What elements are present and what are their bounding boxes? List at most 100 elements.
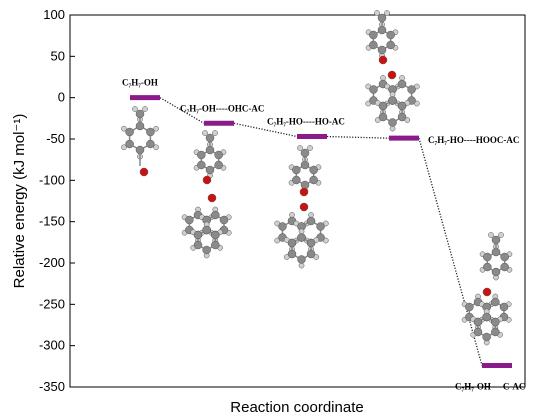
molecule-atom xyxy=(473,317,483,327)
molecule-atom xyxy=(219,215,229,225)
state-label: C₇H₇-OH----OHC-AC xyxy=(180,103,264,113)
molecule-atom xyxy=(214,160,223,170)
molecule-atom xyxy=(306,238,316,248)
molecule-atom xyxy=(482,332,491,342)
molecule-atom xyxy=(197,150,206,160)
molecule-atom xyxy=(207,193,217,203)
connector-line xyxy=(326,135,390,139)
molecule-atom xyxy=(139,167,149,177)
molecule-atom xyxy=(211,230,220,240)
molecule-atom xyxy=(202,130,208,136)
y-axis-ticks: 100 50 0 -50 -100 -150 -200 -250 -300 -350 xyxy=(39,7,75,394)
molecule-atom xyxy=(197,160,206,170)
molecule-atom xyxy=(407,85,416,94)
molecule-atom xyxy=(202,245,211,255)
molecule-atom xyxy=(214,150,223,160)
molecule-atom xyxy=(377,13,387,23)
molecule-atom xyxy=(297,255,306,264)
molecule-atom xyxy=(397,79,407,89)
y-tick-label: -50 xyxy=(46,131,65,146)
molecule-atom xyxy=(309,175,318,185)
molecule-atom xyxy=(185,215,194,225)
molecule-atom xyxy=(307,145,313,151)
molecule-atom xyxy=(491,297,500,307)
molecule-atom xyxy=(491,327,500,337)
molecule-atom xyxy=(491,267,501,277)
y-tick-label: 0 xyxy=(58,90,65,105)
molecule-atom xyxy=(300,148,310,158)
molecule-atom xyxy=(378,101,388,111)
plot-frame xyxy=(69,14,526,388)
molecule-atom xyxy=(397,112,407,122)
molecule-atom xyxy=(205,165,215,175)
molecule-atom xyxy=(202,225,211,235)
molecule-atom xyxy=(121,125,127,132)
molecule-atom xyxy=(202,175,212,185)
molecule-atom xyxy=(142,106,148,112)
molecule-atom xyxy=(287,249,297,259)
molecule-atom xyxy=(482,312,491,322)
molecule-atom xyxy=(499,302,509,312)
molecule-atom xyxy=(299,202,309,212)
molecule-atom xyxy=(369,30,378,40)
molecule-atom xyxy=(278,222,287,231)
y-axis-title: Relative energy (kJ mol⁻¹) xyxy=(11,114,28,289)
state-label: C₇H₇-OH----C-AC xyxy=(455,382,525,392)
molecule-illustrations xyxy=(121,10,513,346)
molecule-atom xyxy=(300,180,310,190)
molecule-atom xyxy=(316,222,325,231)
molecule-atom xyxy=(292,175,301,185)
molecule-atom xyxy=(369,40,378,50)
molecule-atom xyxy=(125,139,134,149)
y-tick-label: -150 xyxy=(39,214,65,229)
molecule-atom xyxy=(153,144,159,151)
connector-lines xyxy=(159,97,483,366)
molecule-atom xyxy=(205,133,215,143)
connector-line xyxy=(159,97,205,124)
molecule-atom xyxy=(374,10,380,16)
molecule-atom xyxy=(292,165,301,175)
y-tick-label: -100 xyxy=(39,172,65,187)
y-tick-label: 100 xyxy=(43,7,65,22)
y-tick-label: 50 xyxy=(51,48,65,63)
y-tick-label: -250 xyxy=(39,296,65,311)
molecule-atom xyxy=(287,238,297,248)
molecule-atom xyxy=(153,125,159,132)
molecule-atom xyxy=(211,240,220,250)
molecule-atom xyxy=(377,45,387,55)
molecule-atom xyxy=(299,187,309,197)
molecule-atom xyxy=(397,101,407,111)
y-tick-label: -350 xyxy=(39,379,65,394)
molecule-atom xyxy=(483,262,492,272)
molecule-atom xyxy=(500,262,509,272)
molecule-atom xyxy=(388,118,397,127)
molecule-atom xyxy=(369,85,378,94)
molecule-atom xyxy=(500,252,509,262)
y-tick-label: -200 xyxy=(39,255,65,270)
molecule-atom xyxy=(378,112,388,122)
molecule-atom xyxy=(193,240,203,250)
connector-line xyxy=(418,137,483,366)
connector-line xyxy=(233,122,298,138)
state-label: C₇H₇-HO----HO-AC xyxy=(267,117,345,127)
molecule-atom xyxy=(491,317,500,327)
x-axis-title: Reaction coordinate xyxy=(230,399,363,416)
molecule-atom xyxy=(121,144,127,151)
molecule-atom xyxy=(297,233,306,242)
molecule-atom xyxy=(482,287,492,297)
molecule-atom xyxy=(483,252,492,262)
molecule-atom xyxy=(465,302,474,312)
molecule-atom xyxy=(135,109,145,119)
molecule-atom xyxy=(387,70,397,80)
molecule-atom xyxy=(491,235,501,245)
molecule-atom xyxy=(146,127,155,137)
molecule-atom xyxy=(297,145,303,151)
molecule-atom xyxy=(132,106,138,112)
molecule-atom xyxy=(146,139,155,149)
y-tick-label: -300 xyxy=(39,338,65,353)
molecule-atom xyxy=(473,327,483,337)
molecule-atom xyxy=(386,40,395,50)
state-label: C₇H₇-HO----HOOC-AC xyxy=(428,135,519,145)
molecule-atom xyxy=(306,249,316,259)
